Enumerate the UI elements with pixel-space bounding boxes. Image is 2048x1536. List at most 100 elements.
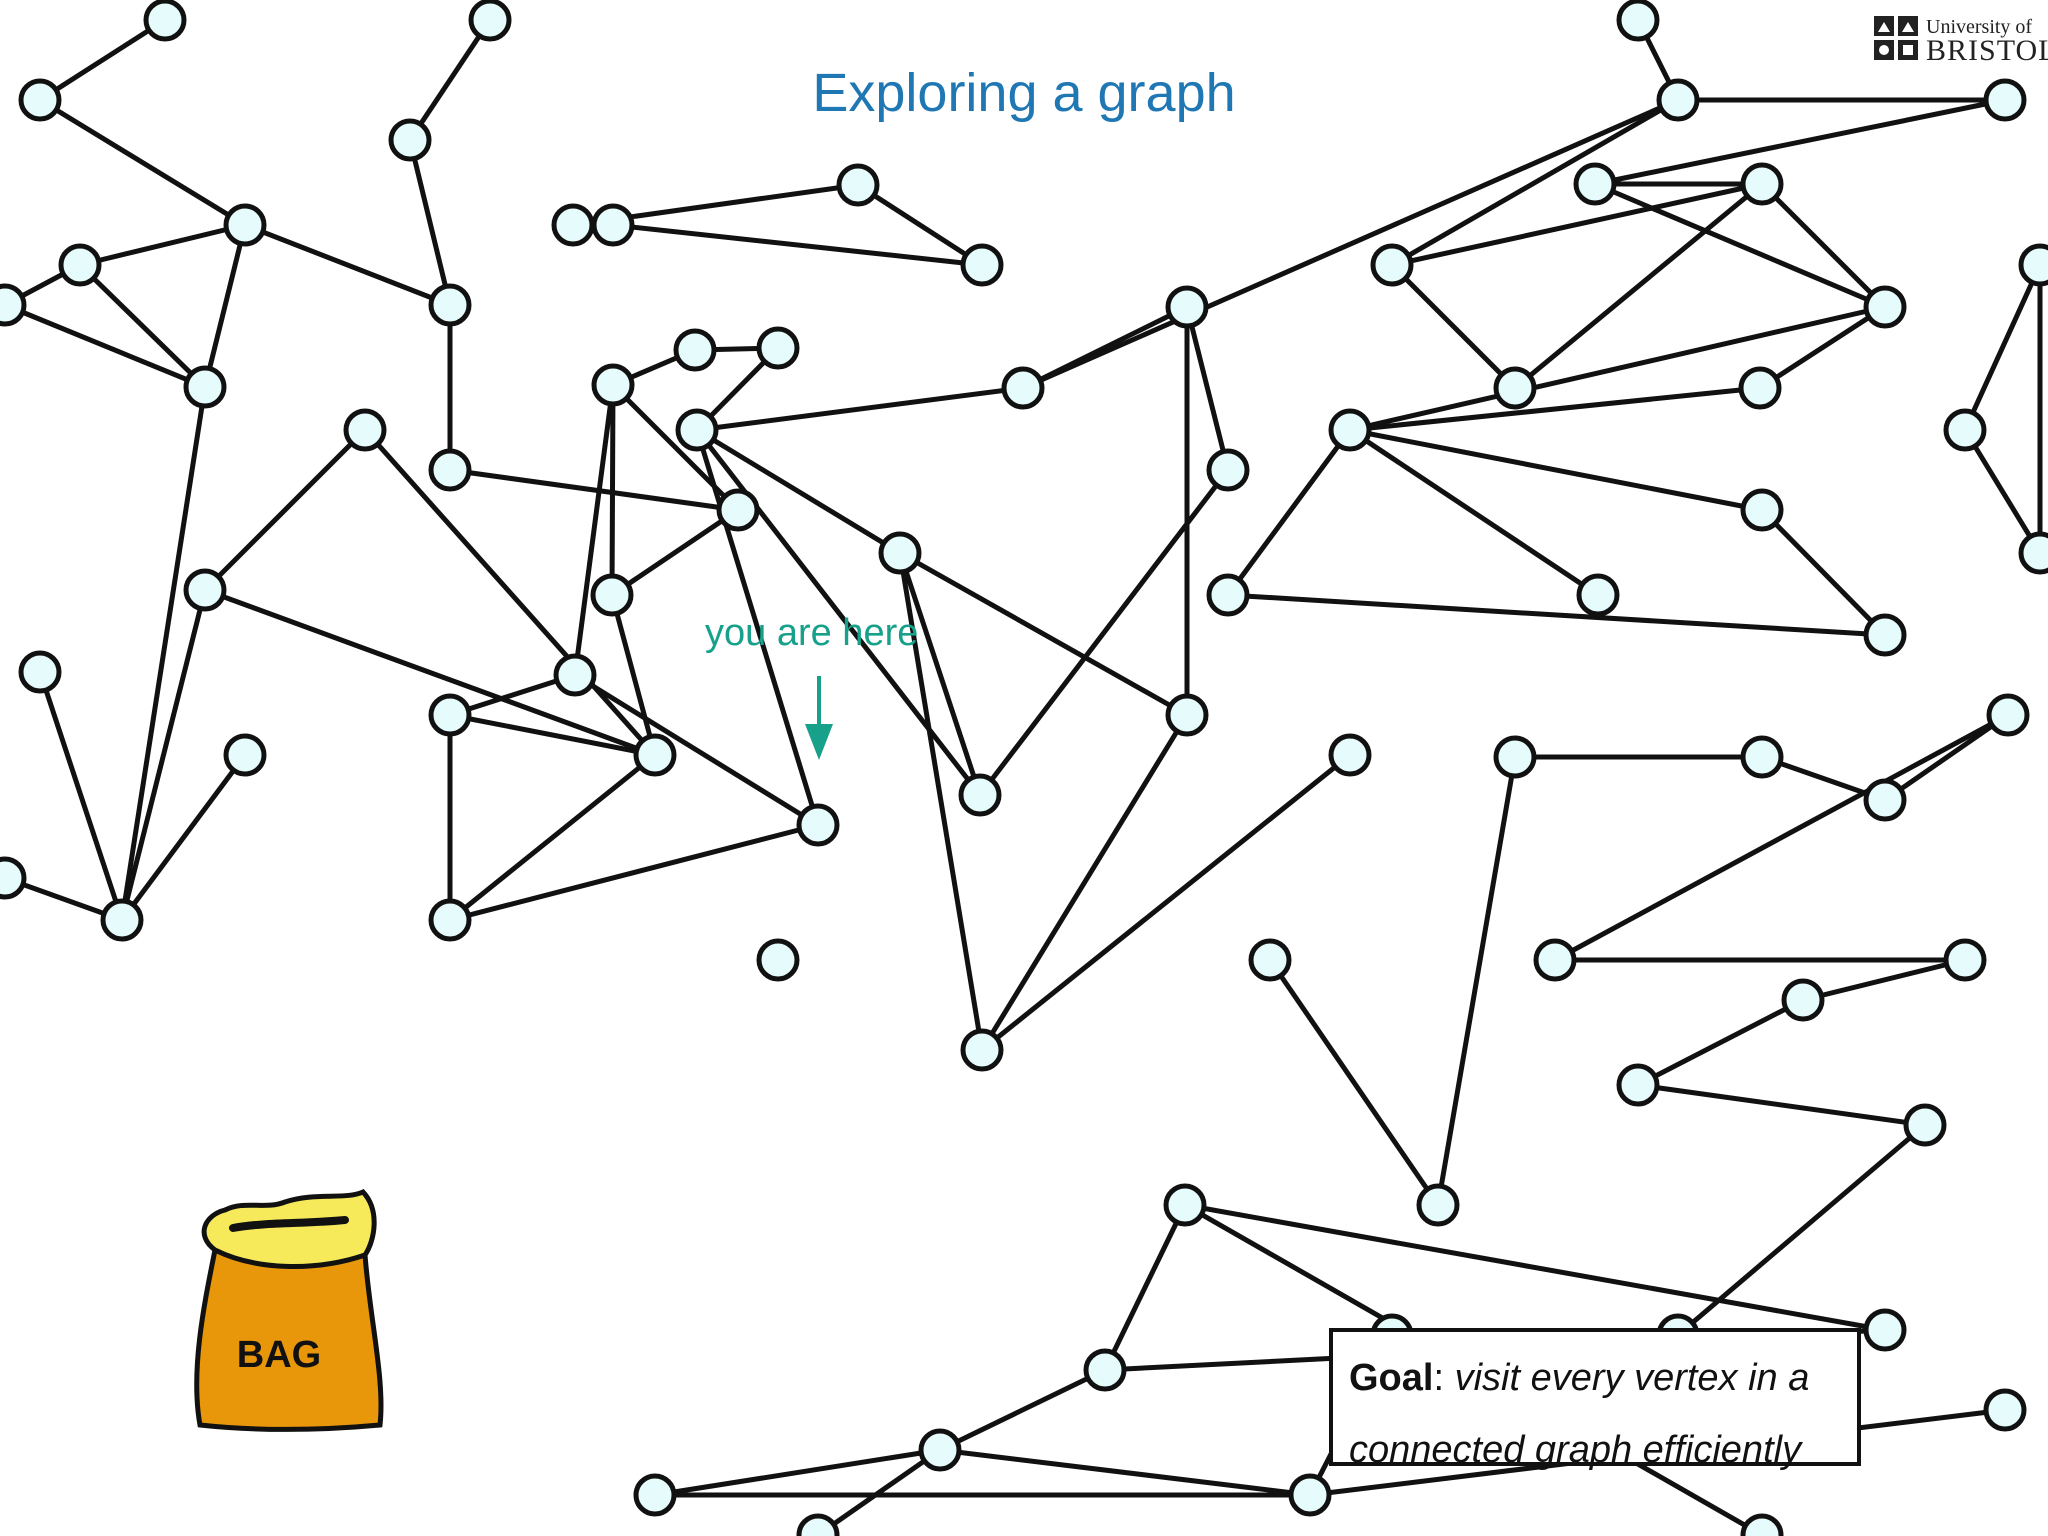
goal-box: Goal: visit every vertex in a connected …: [1329, 1328, 1861, 1471]
graph-vertex: [1533, 938, 1577, 982]
graph-vertex: [553, 653, 597, 697]
graph-vertex: [756, 938, 800, 982]
graph-edge: [1594, 97, 2006, 187]
graph-edge: [38, 97, 247, 228]
graph-vertex: [1328, 408, 1372, 452]
graph-vertex: [223, 733, 267, 777]
graph-edge: [1637, 1082, 1926, 1128]
bag-illustration: BAG: [194, 1188, 384, 1433]
graph-edge: [1184, 306, 1231, 471]
graph-edge: [204, 587, 656, 758]
graph-edge: [1349, 385, 1761, 433]
graph-vertex: [960, 243, 1004, 287]
graph-edge: [1676, 1123, 1927, 1337]
logo-text-university: University of: [1926, 16, 2033, 38]
graph-vertex: [590, 573, 634, 617]
graph-vertex: [836, 163, 880, 207]
graph-vertex: [183, 365, 227, 409]
graph-vertex: [1370, 243, 1414, 287]
graph-vertex: [1903, 1103, 1947, 1147]
you-are-here-label: you are here: [705, 612, 919, 654]
graph-edge: [978, 468, 1230, 797]
graph-vertex: [1943, 938, 1987, 982]
graph-vertex: [388, 118, 432, 162]
graph-edge: [1021, 97, 1680, 391]
graph-edge: [612, 222, 983, 268]
graph-vertex: [1863, 285, 1907, 329]
graph-vertex: [183, 568, 227, 612]
graph-vertex: [428, 283, 472, 327]
goal-text-line1: visit every vertex in a: [1454, 1357, 1810, 1399]
page-title: Exploring a graph: [812, 63, 1236, 123]
graph-vertex: [633, 1473, 677, 1517]
graph-vertex: [1328, 733, 1372, 777]
graph-vertex: [960, 1028, 1004, 1072]
graph-edge: [1513, 182, 1764, 390]
graph-edge: [119, 589, 208, 921]
graph-vertex: [1248, 938, 1292, 982]
graph-edge: [939, 1447, 1311, 1498]
graph-edge: [1225, 428, 1353, 597]
graph-edge: [696, 385, 1024, 433]
graph-vertex: [1001, 366, 1045, 410]
graph-vertex: [1781, 978, 1825, 1022]
graph-vertex: [633, 733, 677, 777]
graph-vertex: [1986, 693, 2030, 737]
you-are-here-arrow: [805, 676, 833, 760]
graph-vertex: [1740, 735, 1784, 779]
graph-vertex: [918, 1428, 962, 1472]
graph-vertex: [796, 803, 840, 847]
graph-edge: [1760, 508, 1887, 637]
graph-vertex: [1616, 0, 1660, 42]
graph-edge: [1348, 427, 1600, 598]
graph-vertex: [100, 898, 144, 942]
graph-vertex: [1416, 1183, 1460, 1227]
graph-edge: [695, 427, 902, 556]
graph-vertex: [58, 243, 102, 287]
graph-vertex: [223, 203, 267, 247]
graph-edge: [609, 594, 658, 756]
graph-edge: [573, 672, 820, 828]
graph-vertex: [675, 408, 719, 452]
graph-edge: [38, 17, 167, 103]
university-logo: University of BRISTOL: [1872, 12, 2048, 67]
logo-text-bristol: BRISTOL: [1926, 34, 2048, 67]
graph-edge: [448, 753, 657, 922]
graph-edge: [203, 428, 367, 592]
graph-vertex: [343, 408, 387, 452]
graph-vertex: [1493, 735, 1537, 779]
graph-edges: [3, 17, 2043, 1536]
graph-vertex: [0, 856, 27, 900]
graph-vertex: [756, 326, 800, 370]
graph-edge: [897, 552, 983, 796]
graph-vertex: [1983, 1388, 2027, 1432]
graph-edge: [1435, 756, 1518, 1206]
graph-edge: [856, 182, 984, 268]
graph-vertex: [428, 898, 472, 942]
graph-vertex: [1656, 78, 1700, 122]
graph-edge: [1227, 592, 1886, 638]
graph-edge: [609, 384, 616, 596]
graph-edge: [654, 1447, 941, 1498]
graph-vertex: [428, 693, 472, 737]
graph-vertex: [428, 448, 472, 492]
graph-vertex: [2018, 531, 2048, 575]
graph-edge: [980, 753, 1352, 1052]
graph-vertex: [18, 78, 62, 122]
graph-vertex: [1740, 162, 1784, 206]
graph-edge: [610, 507, 740, 598]
graph-edge: [119, 753, 248, 922]
graph-edge: [449, 712, 656, 758]
graph-edge: [79, 222, 246, 268]
goal-title: Goal: [1349, 1357, 1434, 1399]
graph-edge: [1760, 182, 1887, 309]
graph-edge: [4, 302, 206, 390]
graph-edge: [202, 224, 248, 388]
graph-vertex: [878, 531, 922, 575]
graph-vertex: [1983, 78, 2027, 122]
graph-edge: [816, 1447, 942, 1536]
graph-vertex: [591, 363, 635, 407]
graph-vertex: [1863, 1308, 1907, 1352]
